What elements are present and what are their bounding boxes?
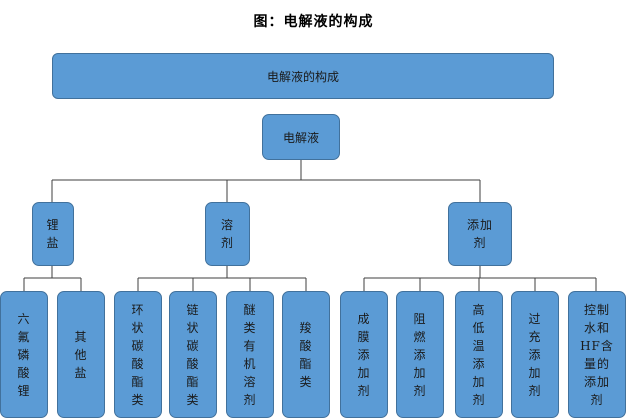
category-solvent-label: 溶 剂: [220, 218, 234, 250]
leaf-other-salts: 其 他 盐: [57, 291, 105, 418]
category-solvent: 溶 剂: [205, 202, 250, 266]
root-label: 电解液: [282, 130, 319, 145]
leaf-label: 醚 类 有 机 溶 剂: [243, 302, 257, 407]
category-lithium-salt: 锂 盐: [32, 202, 74, 266]
leaf-linear-carbonates: 链 状 碳 酸 酯 类: [169, 291, 217, 418]
banner-box: 电解液的构成: [52, 53, 554, 99]
leaf-label: 过 充 添 加 剂: [528, 311, 542, 398]
leaf-temperature-additive: 高 低 温 添 加 剂: [455, 291, 503, 418]
root-node: 电解液: [262, 114, 340, 160]
leaf-label: 羧 酸 酯 类: [299, 320, 313, 389]
leaf-film-forming-additive: 成 膜 添 加 剂: [340, 291, 388, 418]
leaf-label: 控制 水和 HF含 量的 添加 剂: [580, 302, 614, 407]
leaf-label: 六 氟 磷 酸 锂: [17, 311, 31, 398]
leaf-water-hf-control-additive: 控制 水和 HF含 量的 添加 剂: [568, 291, 626, 418]
leaf-label: 阻 燃 添 加 剂: [413, 311, 427, 398]
leaf-label: 链 状 碳 酸 酯 类: [186, 302, 200, 407]
leaf-label: 成 膜 添 加 剂: [357, 311, 371, 398]
leaf-carboxylic-esters: 羧 酸 酯 类: [282, 291, 330, 418]
category-additive: 添加 剂: [448, 202, 512, 266]
figure-title: 图：电解液的构成: [253, 14, 374, 30]
leaf-flame-retardant-additive: 阻 燃 添 加 剂: [396, 291, 444, 418]
leaf-cyclic-carbonates: 环 状 碳 酸 酯 类: [114, 291, 162, 418]
category-lithium-salt-label: 锂 盐: [46, 218, 60, 250]
leaf-overcharge-additive: 过 充 添 加 剂: [511, 291, 559, 418]
leaf-ether-solvents: 醚 类 有 机 溶 剂: [226, 291, 274, 418]
leaf-label: 环 状 碳 酸 酯 类: [131, 302, 145, 407]
banner-label: 电解液的构成: [266, 69, 339, 84]
category-additive-label: 添加 剂: [466, 218, 493, 250]
leaf-label: 高 低 温 添 加 剂: [472, 302, 486, 407]
leaf-lithium-hexafluorophosphate: 六 氟 磷 酸 锂: [0, 291, 48, 418]
leaf-label: 其 他 盐: [74, 329, 88, 380]
